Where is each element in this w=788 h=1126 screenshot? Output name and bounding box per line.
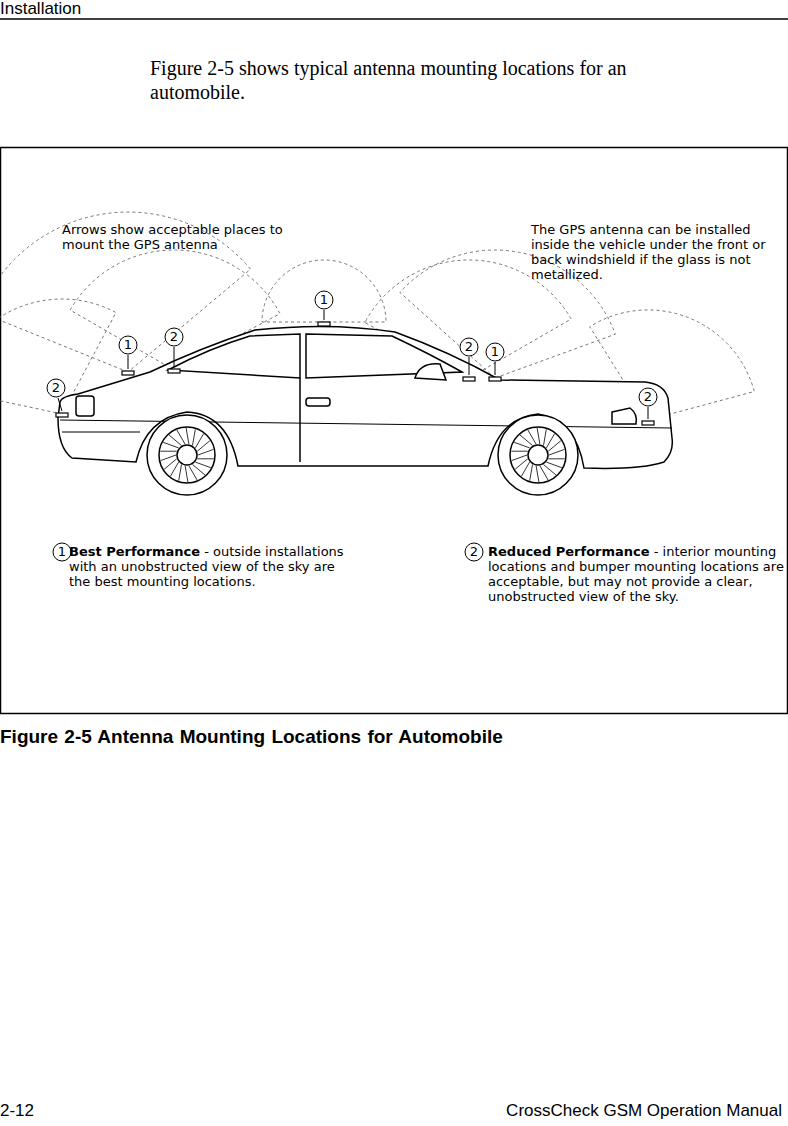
wheel-spoke [530,465,533,481]
footer-title: CrossCheck GSM Operation Manual [506,1101,782,1121]
wheel-spoke [544,429,547,445]
wheel-spoke [514,442,529,448]
page-number: 2-12 [0,1101,34,1121]
antenna-symbols [56,322,654,425]
wheel-spoke [169,435,182,446]
note-text: The GPS antenna can be installed inside … [531,222,781,282]
wheel-spoke [179,465,182,481]
wheel-spoke [511,451,527,452]
wheel-spoke [177,430,185,444]
header-rule [0,18,788,20]
wheel-spoke [185,466,188,482]
wheel-spoke [189,466,197,480]
wheel-spoke [515,459,528,470]
wheel-spoke [197,441,210,452]
note-text: Arrows show acceptable places to mount t… [62,222,292,252]
wheel-spoke [161,455,176,461]
wheel-spoke [546,462,561,468]
callout-leaders [58,310,648,419]
wheel-spoke [512,455,527,461]
callout-circles [47,291,657,561]
car-body [58,326,672,495]
key-entry: Reduced Performance - interior mounting … [488,544,786,604]
wheel-spoke [186,428,189,444]
wheel-spoke [546,434,554,448]
callout-number: 2 [639,388,657,406]
wheel-spoke [537,428,540,444]
wheel-spoke [197,458,213,459]
reception-fan [262,260,386,322]
callout-number: 2 [47,379,65,397]
wheel-spoke [160,451,176,452]
wheel-spoke [544,465,557,476]
wheel-spoke [548,458,564,459]
wheel-spoke [193,465,206,476]
figure-caption: Figure 2-5 Antenna Mounting Locations fo… [0,726,503,748]
figure-frame [1,148,788,714]
wheel-spoke [520,435,533,446]
wheel-spoke [549,449,564,455]
key-entry: Best Performance - outside installations… [69,544,359,589]
wheel-spoke [536,466,539,482]
callout-number: 2 [465,543,483,561]
key-heading: Reduced Performance [488,544,650,559]
wheel-spoke [548,441,561,452]
callout-number: 1 [119,336,137,354]
callout-number: 2 [460,338,478,356]
wheel-spoke [193,429,196,445]
callout-number: 1 [486,343,504,361]
wheel-spoke [195,434,203,448]
wheel-spoke [521,462,529,476]
callout-number: 2 [165,328,183,346]
wheel-spoke [164,459,177,470]
intro-text: Figure 2-5 shows typical antenna mountin… [150,56,710,104]
wheel-spoke [163,442,178,448]
key-heading: Best Performance [69,544,200,559]
wheel-spoke [528,430,536,444]
wheel-spoke [540,466,548,480]
callout-number: 1 [53,543,71,561]
running-header: Installation [0,0,81,19]
wheel-spoke [198,449,213,455]
callout-number: 1 [315,291,333,309]
wheel-spoke [195,462,210,468]
wheel-spoke [170,462,178,476]
wheel-spokes [160,428,564,482]
